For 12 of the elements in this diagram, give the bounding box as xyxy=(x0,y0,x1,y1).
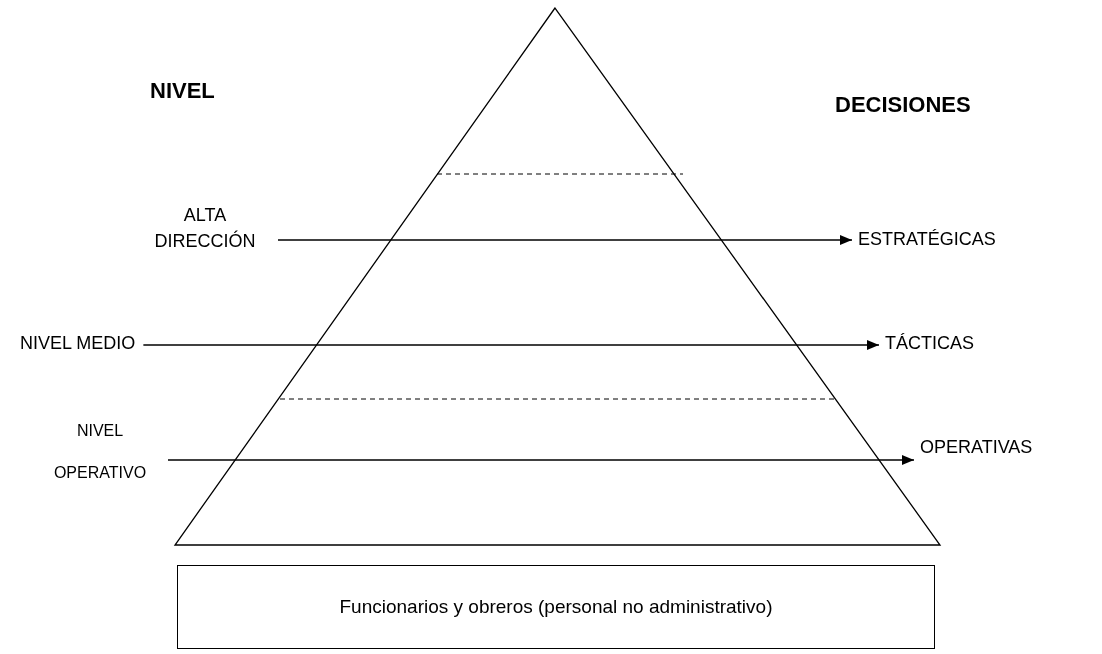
column-heading: NIVEL xyxy=(150,78,215,104)
column-heading: DECISIONES xyxy=(835,92,971,118)
decision-label: OPERATIVAS xyxy=(920,434,1033,461)
staff-box: Funcionarios y obreros (personal no administrativo) xyxy=(177,565,935,649)
arrow xyxy=(142,340,880,350)
decision-label: ESTRATÉGICAS xyxy=(858,226,996,253)
level-label: NIVEL MEDIO xyxy=(20,330,136,357)
level-label: NIVEL OPERATIVO xyxy=(40,410,160,494)
decision-label: TÁCTICAS xyxy=(885,330,974,357)
level-label: ALTA DIRECCIÓN xyxy=(140,202,270,255)
arrow xyxy=(167,455,915,465)
arrow xyxy=(277,235,853,245)
